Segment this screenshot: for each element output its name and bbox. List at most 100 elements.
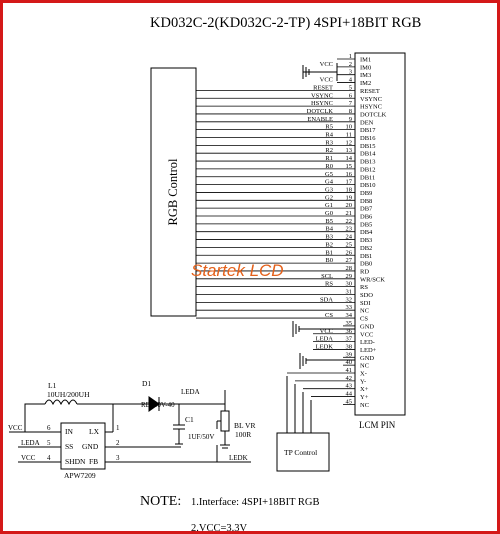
pin-name-29: WR/SCK bbox=[360, 276, 385, 283]
watermark-text: Startek LCD bbox=[191, 261, 284, 280]
c1-label: C1 bbox=[185, 415, 194, 424]
capacitor-c1-symbol bbox=[173, 404, 185, 448]
pin-name-22: DB5 bbox=[360, 221, 372, 228]
pin-signal-13: R2 bbox=[325, 147, 333, 154]
pin-name-28: RD bbox=[360, 268, 369, 275]
pin-signal-5: RESET bbox=[313, 84, 333, 91]
inductor-l1-symbol bbox=[44, 399, 78, 406]
note-prefix: NOTE: bbox=[140, 494, 181, 509]
pin-name-35: GND bbox=[360, 323, 374, 330]
pin-name-17: DB10 bbox=[360, 182, 376, 189]
pin-name-41: X- bbox=[360, 371, 367, 378]
pin-number-19: 19 bbox=[346, 194, 353, 201]
pin-signal-20: G1 bbox=[325, 202, 333, 209]
pin-number-13: 13 bbox=[346, 147, 353, 154]
d1-label: D1 bbox=[142, 379, 151, 388]
pin-name-9: DEN bbox=[360, 119, 374, 126]
pin-number-17: 17 bbox=[346, 179, 353, 186]
pin-number-5: 5 bbox=[349, 84, 352, 91]
ground-symbol-pin39 bbox=[299, 353, 307, 369]
im-strap-wires bbox=[303, 63, 338, 81]
pin-name-20: DB7 bbox=[360, 206, 373, 213]
pin-number-7: 7 bbox=[349, 100, 353, 107]
pin-number-11: 11 bbox=[346, 132, 352, 139]
pin-signal-22: B5 bbox=[325, 218, 333, 225]
bl-vr-value: 100R bbox=[235, 430, 251, 439]
pin-signal-18: G3 bbox=[325, 186, 333, 193]
chip-pin-fb: FB bbox=[89, 457, 98, 466]
pin-number-40: 40 bbox=[346, 359, 353, 366]
pin-name-18: DB9 bbox=[360, 190, 372, 197]
pin-number-34: 34 bbox=[346, 312, 353, 319]
pin-number-4: 4 bbox=[349, 77, 353, 84]
pin-number-30: 30 bbox=[346, 281, 353, 288]
pin-name-19: DB8 bbox=[360, 198, 372, 205]
pin-signal-19: G2 bbox=[325, 194, 333, 201]
pin-name-39: GND bbox=[360, 355, 374, 362]
pin-signal-30: RS bbox=[325, 281, 333, 288]
chip-pin-4-num: 4 bbox=[47, 454, 51, 462]
pin-number-45: 45 bbox=[346, 398, 353, 405]
pin-number-28: 28 bbox=[346, 265, 353, 272]
pin-name-7: HSYNC bbox=[360, 104, 382, 111]
pin-name-31: SDO bbox=[360, 292, 373, 299]
pin-number-6: 6 bbox=[349, 92, 353, 99]
pin-number-2: 2 bbox=[349, 61, 352, 68]
pin-number-23: 23 bbox=[346, 226, 353, 233]
pin-name-33: NC bbox=[360, 308, 369, 315]
bl-vr-label: BL VR bbox=[234, 421, 255, 430]
pin-signal-25: B2 bbox=[325, 241, 333, 248]
pin-name-14: DB13 bbox=[360, 159, 376, 166]
d1-value: RB500V-40 bbox=[141, 401, 175, 409]
pin-number-39: 39 bbox=[346, 351, 353, 358]
pin-name-2: IM0 bbox=[360, 64, 371, 71]
l1-label: L1 bbox=[48, 381, 57, 390]
lcm-pin-label: LCM PIN bbox=[359, 420, 396, 430]
tp-lines bbox=[286, 376, 312, 433]
pin-name-36: VCC bbox=[360, 331, 373, 338]
pin-name-34: CS bbox=[360, 316, 368, 323]
pin-name-27: DB0 bbox=[360, 261, 372, 268]
pin-name-1: IM1 bbox=[360, 57, 371, 64]
pin-number-22: 22 bbox=[346, 218, 353, 225]
pin-number-43: 43 bbox=[346, 383, 353, 390]
pin-signal-9: ENABLE bbox=[307, 116, 333, 123]
pin-name-43: X+ bbox=[360, 386, 369, 393]
pin-name-37: LED- bbox=[360, 339, 375, 346]
pin-number-16: 16 bbox=[346, 171, 353, 178]
pin-number-31: 31 bbox=[346, 289, 353, 296]
pin-signal-21: G0 bbox=[325, 210, 333, 217]
pin-number-8: 8 bbox=[349, 108, 352, 115]
pin-name-12: DB15 bbox=[360, 143, 376, 150]
pin-name-4: IM2 bbox=[360, 80, 371, 87]
chip-pin-shdn: SHDN bbox=[65, 457, 86, 466]
pin-signal-38: LEDK bbox=[316, 343, 334, 350]
ground-symbol-pin35 bbox=[292, 321, 300, 337]
chip-pin-3-num: 3 bbox=[116, 454, 120, 462]
pin-signal-4: VCC bbox=[320, 77, 333, 84]
pin-name-25: DB2 bbox=[360, 245, 372, 252]
pin-number-29: 29 bbox=[346, 273, 353, 280]
chip-pin-5-num: 5 bbox=[47, 439, 51, 447]
pin-name-42: Y- bbox=[360, 378, 366, 385]
pin-name-5: RESET bbox=[360, 88, 380, 95]
resistor-wires bbox=[216, 404, 226, 445]
pin-name-15: DB12 bbox=[360, 166, 376, 173]
leda-net-label: LEDA bbox=[181, 388, 200, 396]
vcc-net-label-in: VCC bbox=[8, 424, 23, 432]
tp-control-label: TP Control bbox=[284, 448, 317, 457]
pin-number-38: 38 bbox=[346, 343, 353, 350]
backlight-circuit: L1 10UH/200UH D1 RB500V-40 LEDA C1 1UF/5… bbox=[8, 379, 255, 480]
pin-name-21: DB6 bbox=[360, 214, 373, 221]
pin-signal-12: R3 bbox=[325, 139, 333, 146]
chip-wires bbox=[9, 431, 218, 463]
schematic-title: KD032C-2(KD032C-2-TP) 4SPI+18BIT RGB bbox=[150, 15, 421, 31]
pin-number-10: 10 bbox=[346, 124, 353, 131]
pin-name-38: LED+ bbox=[360, 347, 377, 354]
pin-number-15: 15 bbox=[346, 163, 353, 170]
pin-number-37: 37 bbox=[346, 336, 353, 343]
pin-signal-16: G5 bbox=[325, 171, 333, 178]
pin-number-3: 3 bbox=[349, 69, 352, 76]
pin-name-24: DB3 bbox=[360, 237, 372, 244]
